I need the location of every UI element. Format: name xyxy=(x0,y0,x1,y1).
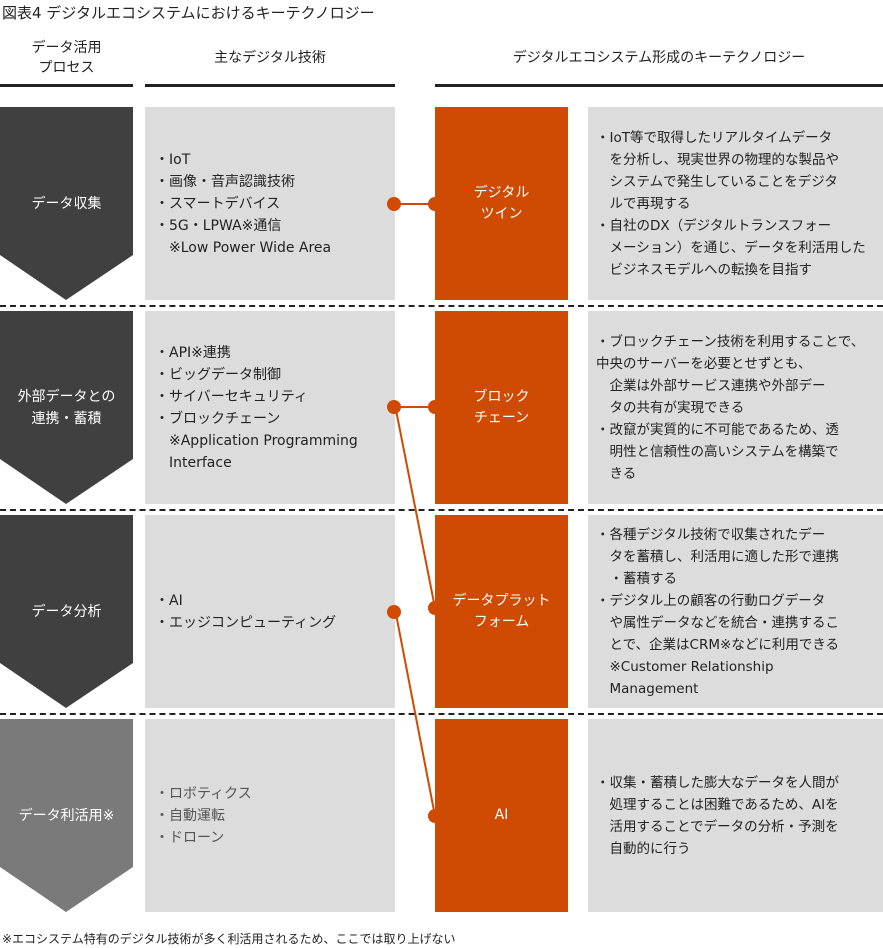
connector-dot xyxy=(428,809,442,823)
key-tech-description: ・収集・蓄積した膨大なデータを人間が 処理することは困難であるため、AIを 活用… xyxy=(588,719,883,912)
figure-title: 図表4 デジタルエコシステムにおけるキーテクノロジー xyxy=(2,4,375,22)
row-divider xyxy=(0,509,883,511)
key-tech-box: AI xyxy=(435,719,568,912)
process-label: 外部データとの 連携・蓄積 xyxy=(17,388,116,427)
connector-line xyxy=(395,613,436,817)
process-label: データ収集 xyxy=(31,195,102,212)
header-tech: 主なデジタル技術 xyxy=(214,50,326,66)
connector-dot xyxy=(387,605,401,619)
process-arrow xyxy=(0,515,133,708)
connector-dot xyxy=(428,400,442,414)
key-tech-description: ・各種デジタル技術で収集されたデー タを蓄積し、利活用に適した形で連携 ・蓄積す… xyxy=(588,515,883,708)
tech-list: ・API※連携 ・ビッグデータ制御 ・サイバーセキュリティ ・ブロックチェーン … xyxy=(145,311,395,504)
connector-dot xyxy=(428,601,442,615)
header-rule xyxy=(0,84,133,87)
connector-dot xyxy=(387,400,401,414)
header-rule xyxy=(435,84,883,87)
row-divider xyxy=(0,305,883,307)
header-process: データ活用 プロセス xyxy=(31,40,102,76)
key-tech-box: デジタル ツイン xyxy=(435,107,568,300)
connector-line xyxy=(395,409,436,609)
process-arrow xyxy=(0,719,133,912)
connector-dot xyxy=(428,197,442,211)
key-tech-box: データプラット フォーム xyxy=(435,515,568,708)
tech-list: ・ロボティクス ・自動運転 ・ドローン xyxy=(145,719,395,912)
key-tech-description: ・IoT等で取得したリアルタイムデータ を分析し、現実世界の物理的な製品や シス… xyxy=(588,107,883,300)
key-tech-description: ・ブロックチェーン技術を利用することで、中央のサーバーを必要とせずとも、 企業は… xyxy=(588,311,883,504)
process-arrow xyxy=(0,311,133,504)
header-rule xyxy=(145,84,395,87)
process-arrow xyxy=(0,107,133,300)
process-label: データ利活用※ xyxy=(18,807,115,824)
header-key: デジタルエコシステム形成のキーテクノロジー xyxy=(512,50,806,66)
tech-list: ・AI ・エッジコンピューティング xyxy=(145,515,395,708)
process-label: データ分析 xyxy=(31,603,102,620)
tech-list: ・IoT ・画像・音声認識技術 ・スマートデバイス ・5G・LPWA※通信 ※L… xyxy=(145,107,395,300)
connector-dot xyxy=(387,197,401,211)
row-divider xyxy=(0,713,883,715)
footnote: ※エコシステム特有のデジタル技術が多く利活用されるため、ここでは取り上げない xyxy=(2,932,456,946)
key-tech-box: ブロック チェーン xyxy=(435,311,568,504)
